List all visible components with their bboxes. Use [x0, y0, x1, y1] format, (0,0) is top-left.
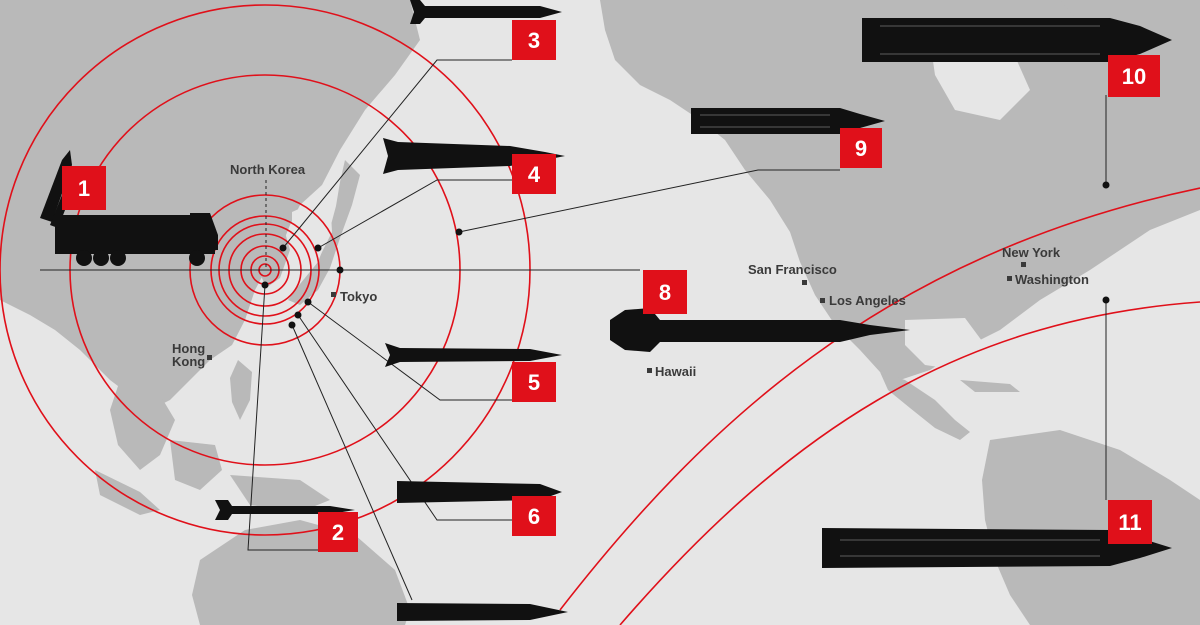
missile-icon	[215, 500, 355, 520]
badges: 1 2 3 4 5 6 8 9	[62, 20, 1160, 552]
label-hong: Hong	[172, 341, 205, 356]
missile-icon	[691, 108, 885, 134]
badge-11: 11	[1108, 500, 1152, 544]
label-hawaii: Hawaii	[655, 364, 696, 379]
label-tokyo: Tokyo	[340, 289, 377, 304]
missile-icon	[385, 343, 562, 367]
city-marker-los-angeles	[820, 298, 825, 303]
landmass-indonesia-west	[95, 470, 160, 515]
range-ring-11-arc	[619, 301, 1200, 625]
leader-9	[458, 169, 840, 233]
leader-2	[247, 284, 318, 551]
badge-1: 1	[62, 166, 106, 210]
leader-4	[317, 179, 512, 249]
landmass-new-guinea	[230, 475, 330, 512]
leader-dots	[261, 181, 1110, 329]
label-kong: Kong	[172, 354, 205, 369]
leader-dot	[336, 266, 344, 274]
landmass-se-asia	[110, 380, 175, 470]
badge-2: 2	[318, 512, 358, 552]
leader-dot	[1102, 181, 1110, 189]
leader-dot	[288, 321, 296, 329]
missile-icon	[383, 138, 565, 174]
label-hong-kong: Hong Kong	[172, 341, 209, 369]
badge-4-label: 4	[528, 162, 541, 187]
leader-3	[282, 59, 512, 249]
label-los-angeles: Los Angeles	[829, 293, 906, 308]
landmass-australia	[192, 520, 410, 625]
missile-icon	[822, 528, 1172, 568]
landmass-south-america	[982, 430, 1200, 625]
leader-7	[291, 324, 413, 601]
badge-3: 3	[512, 20, 556, 60]
label-new-york: New York	[1002, 245, 1061, 260]
city-marker-tokyo	[331, 292, 336, 297]
city-marker-hawaii	[647, 368, 652, 373]
leader-dot	[261, 281, 269, 289]
badge-9: 9	[840, 128, 882, 168]
city-markers: North Korea Tokyo Hong Kong Hawaii San F…	[172, 162, 1089, 379]
landmass-cuba	[960, 380, 1020, 392]
leader-lines	[40, 59, 1107, 601]
landmass-japan	[288, 160, 360, 305]
leader-dot	[304, 298, 312, 306]
badge-4: 4	[512, 154, 556, 194]
label-san-francisco: San Francisco	[748, 262, 837, 277]
range-ring-10-arc	[559, 187, 1200, 611]
badge-6: 6	[512, 496, 556, 536]
city-marker-san-francisco	[802, 280, 807, 285]
badge-2-label: 2	[332, 520, 344, 545]
missile-icon	[410, 0, 562, 24]
leader-dot	[1102, 296, 1110, 304]
city-marker-hong-kong	[207, 355, 212, 360]
leader-dot	[279, 244, 287, 252]
badge-10-label: 10	[1122, 64, 1146, 89]
badge-5-label: 5	[528, 370, 540, 395]
landmass-asia	[0, 0, 420, 410]
badge-6-label: 6	[528, 504, 540, 529]
badge-11-label: 11	[1118, 510, 1141, 535]
leader-dot	[455, 228, 463, 236]
label-north-korea: North Korea	[230, 162, 306, 177]
leader-5	[307, 301, 512, 401]
landmass-philippines	[230, 360, 252, 420]
landmass-north-america	[600, 0, 1200, 380]
badge-1-label: 1	[78, 176, 90, 201]
badge-3-label: 3	[528, 28, 540, 53]
city-marker-new-york	[1021, 262, 1026, 267]
label-washington: Washington	[1015, 272, 1089, 287]
missile-icon	[610, 308, 910, 352]
missile-icon	[397, 603, 568, 621]
badge-10: 10	[1108, 55, 1160, 97]
badge-9-label: 9	[855, 136, 867, 161]
leader-dot	[294, 311, 302, 319]
badge-8: 8	[643, 270, 687, 314]
missile-icon	[862, 18, 1172, 62]
landmass-borneo	[170, 440, 222, 490]
leader-dot	[314, 244, 322, 252]
city-marker-washington	[1007, 276, 1012, 281]
leader-6	[297, 314, 512, 521]
badge-5: 5	[512, 362, 556, 402]
landmass-central-america	[880, 372, 970, 440]
missiles	[40, 0, 1172, 621]
missile-details	[700, 25, 1100, 557]
badge-8-label: 8	[659, 280, 671, 305]
